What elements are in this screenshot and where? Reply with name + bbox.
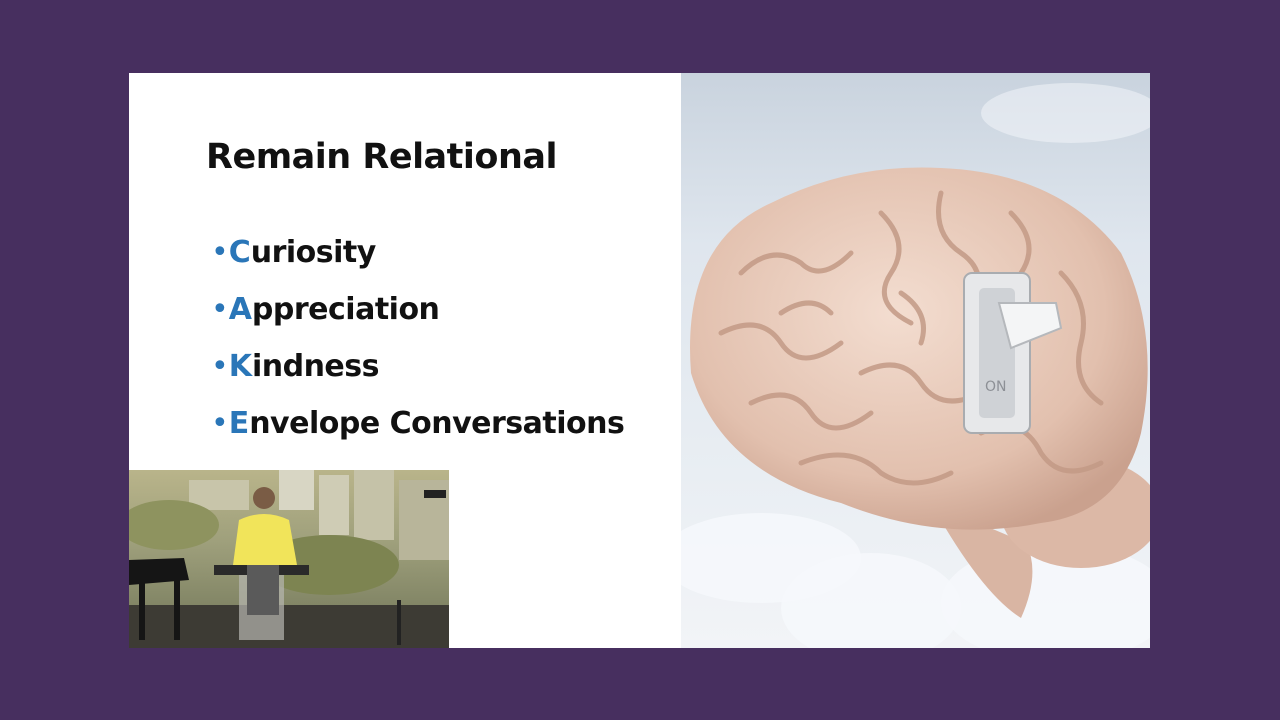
switch-icon: ON [963, 272, 1063, 434]
bullet-item: •Appreciation [211, 292, 440, 327]
speaker-video-icon [129, 470, 449, 648]
bullet-item: •Envelope Conversations [211, 406, 625, 441]
brain-switch-image: ON [681, 73, 1150, 648]
bullet-item: •Kindness [211, 349, 380, 384]
svg-text:ON: ON [985, 379, 1007, 395]
presentation-slide: Remain Relational •Curiosity •Appreciati… [129, 73, 1150, 648]
bullet-list: •Curiosity •Appreciation •Kindness •Enve… [211, 233, 625, 461]
slide-title: Remain Relational [206, 137, 558, 177]
brain-icon: ON [690, 167, 1150, 618]
speaker-video-overlay [129, 470, 449, 648]
bullet-item: •Curiosity [211, 235, 376, 270]
